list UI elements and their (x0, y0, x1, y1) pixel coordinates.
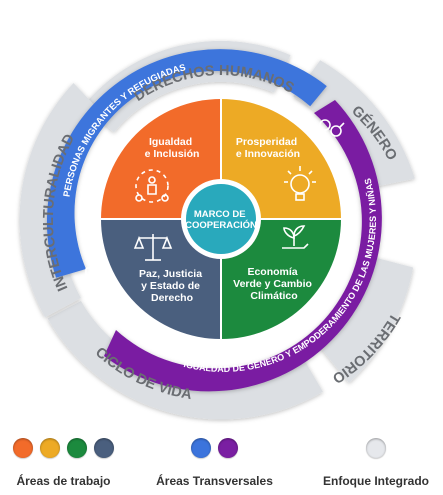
legend-transversal-label: Áreas Transversales (156, 474, 273, 488)
center-circle (186, 184, 256, 254)
legend-integrated-swatches (315, 438, 437, 458)
legend-work-areas-swatch-1 (13, 438, 33, 458)
center-label: MARCO DE COOPERACIÓN (185, 209, 257, 231)
quadrant-economia-verde (221, 219, 341, 339)
quadrant-label-igualdad: Igualdad e Inclusión (145, 136, 200, 160)
legend-work-areas: Áreas de trabajo (6, 438, 121, 488)
outer-segment-ciclo-de-vida (47, 301, 323, 420)
quadrant-paz-justicia (101, 219, 221, 339)
outer-segment-genero (293, 60, 415, 189)
legend: Áreas de trabajo Áreas Transversales Enf… (0, 438, 443, 495)
legend-work-areas-swatch-4 (94, 438, 114, 458)
plant-in-hand-icon (282, 225, 309, 249)
quadrant-prosperidad-e-innovacion (221, 99, 341, 219)
legend-integrated: Enfoque Integrado (315, 438, 437, 488)
legend-work-areas-swatches (6, 438, 121, 458)
quadrant-label-paz: Paz, Justicia y Estado de Derecho (139, 268, 205, 304)
legend-integrated-label: Enfoque Integrado (323, 474, 429, 488)
legend-transversal: Áreas Transversales (152, 438, 277, 488)
gender-equality-icon (319, 119, 345, 137)
legend-work-areas-label: Áreas de trabajo (16, 474, 111, 488)
transversal-blue-segment (46, 49, 327, 278)
outer-segment-territorio (311, 254, 414, 383)
legend-transversal-swatch-2 (218, 438, 238, 458)
legend-work-areas-swatch-2 (40, 438, 60, 458)
transversal-ring (46, 49, 382, 392)
legend-transversal-swatch-1 (191, 438, 211, 458)
legend-integrated-swatch-1 (366, 438, 386, 458)
inclusion-icon (135, 169, 169, 203)
legend-transversal-swatches (152, 438, 277, 458)
migration-icon (84, 255, 108, 283)
quadrant-igualdad-e-inclusion (101, 99, 221, 219)
innovation-lightbulb-icon (284, 166, 316, 201)
cooperation-framework-diagram: DERECHOS HUMANOS GÉNERO TERRITORIO CICLO… (19, 40, 415, 420)
quadrant-label-economia: Economía Verde y Cambio Climático (233, 266, 315, 302)
quadrant-label-prosperidad: Prosperidad e Innovación (236, 136, 300, 160)
scales-of-justice-icon (133, 234, 173, 261)
legend-work-areas-swatch-3 (67, 438, 87, 458)
transversal-purple-segment (104, 100, 382, 392)
